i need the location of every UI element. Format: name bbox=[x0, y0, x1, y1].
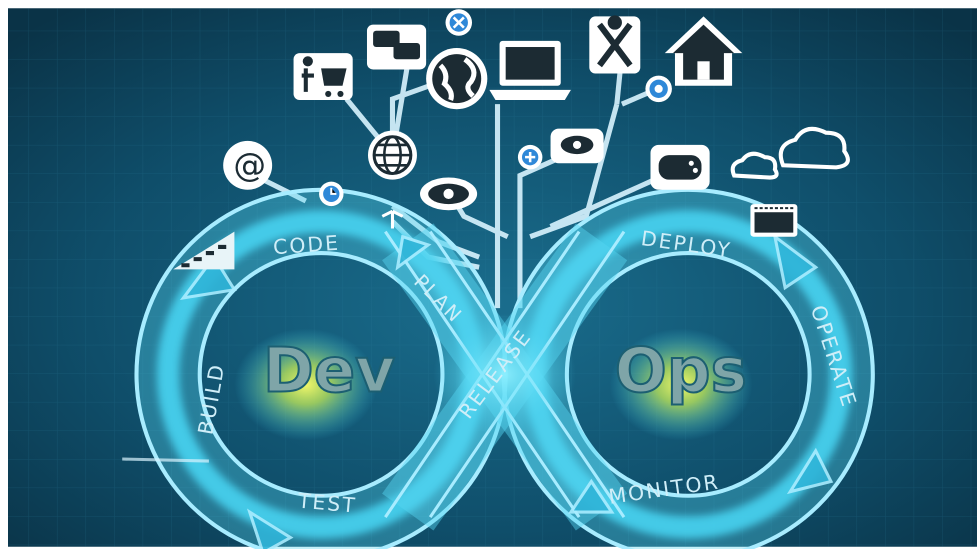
close-badge-icon bbox=[445, 9, 473, 36]
mouse-icon bbox=[381, 209, 404, 229]
image-frame: Dev Ops CODE BUILD TEST PLAN RELEASE DEP… bbox=[8, 6, 977, 549]
world-icon bbox=[426, 48, 488, 110]
shopping-cart-icon bbox=[293, 53, 353, 101]
laptop-icon bbox=[489, 40, 571, 101]
dev-title: Dev bbox=[263, 336, 395, 407]
game-controller-icon bbox=[650, 144, 710, 190]
tools-icon bbox=[589, 15, 641, 74]
eye-icon bbox=[420, 177, 478, 211]
clock-icon bbox=[319, 181, 344, 207]
target-icon bbox=[645, 75, 672, 103]
window-icon bbox=[750, 204, 798, 237]
cloud-icon bbox=[730, 126, 850, 180]
plus-badge-icon bbox=[517, 144, 543, 170]
ops-title: Ops bbox=[615, 336, 747, 407]
infinity-symbol bbox=[134, 187, 875, 549]
at-sign-icon: @ bbox=[223, 140, 273, 190]
stage-code: CODE bbox=[272, 231, 341, 260]
globe-icon bbox=[368, 130, 417, 180]
connector-line bbox=[122, 457, 209, 463]
devops-diagram: Dev Ops CODE BUILD TEST PLAN RELEASE DEP… bbox=[8, 8, 977, 549]
home-icon bbox=[664, 16, 743, 86]
chat-bubbles-icon bbox=[366, 24, 427, 70]
stage-test: TEST bbox=[296, 489, 358, 518]
svg-text:@: @ bbox=[233, 147, 266, 185]
webcam-icon bbox=[550, 128, 604, 164]
